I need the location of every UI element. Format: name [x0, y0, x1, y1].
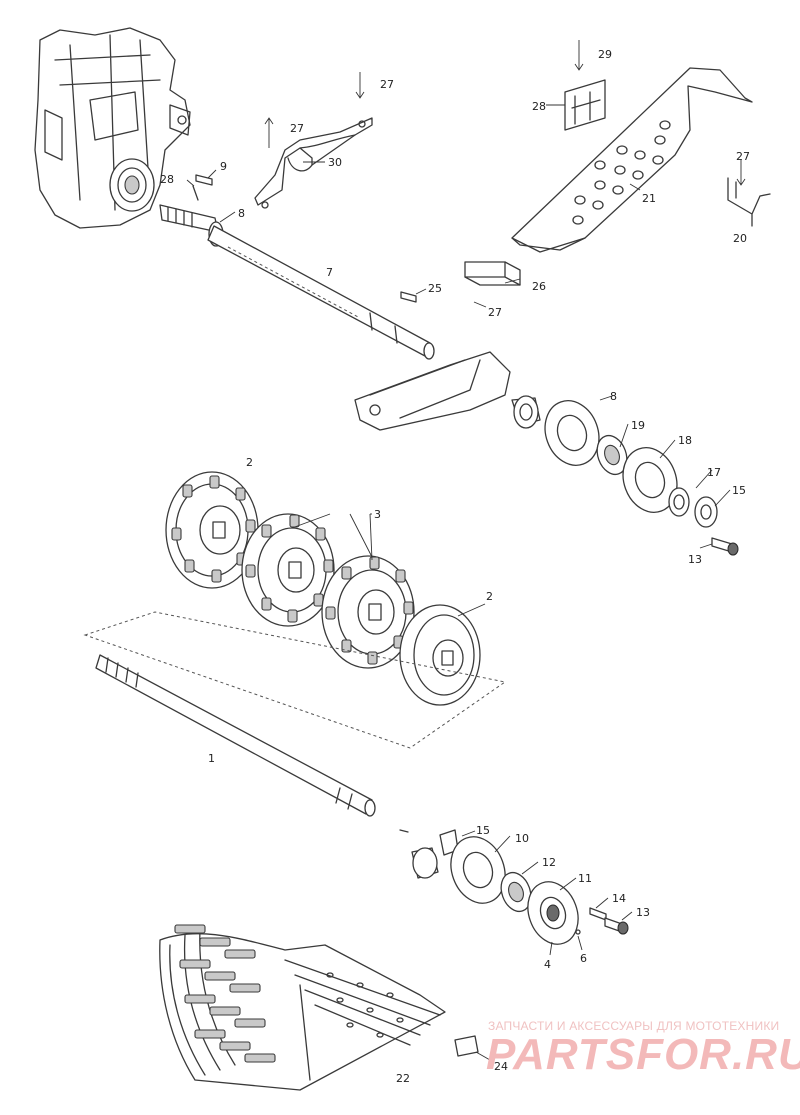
key-and-pin [192, 174, 417, 303]
callout-2-right: 2 [486, 590, 493, 603]
clip-24 [454, 1035, 479, 1057]
callout-21: 21 [642, 192, 656, 205]
callout-9: 9 [220, 160, 227, 173]
callout-27-mid: 27 [488, 306, 502, 319]
callout-15-lower: 15 [476, 824, 490, 837]
callout-4: 4 [544, 958, 551, 971]
rail-plate-21 [511, 67, 753, 253]
callout-12: 12 [542, 856, 556, 869]
long-shaft [207, 225, 435, 360]
clip-20 [727, 177, 771, 227]
callout-24: 24 [494, 1060, 508, 1073]
callout-17: 17 [707, 466, 721, 479]
drive-axle-1 [83, 611, 507, 817]
rivet-arrows [264, 40, 746, 186]
callout-22: 22 [396, 1072, 410, 1085]
callout-3: 3 [374, 508, 381, 521]
callout-18: 18 [678, 434, 692, 447]
sprocket-2-right [399, 604, 481, 706]
callout-20: 20 [733, 232, 747, 245]
track-22 [159, 924, 446, 1091]
bracket-30 [254, 117, 373, 209]
callout-13-lower: 13 [636, 906, 650, 919]
leader-lines [186, 104, 731, 1061]
callout-27-clip: 27 [736, 150, 750, 163]
callout-15-right: 15 [732, 484, 746, 497]
right-bearing-stack [511, 395, 739, 556]
chaincase-housing [34, 27, 191, 229]
callout-labels: 1 2 2 3 4 6 7 8 8 9 10 11 12 13 13 14 15… [160, 48, 750, 1085]
frame-bracket [354, 351, 511, 431]
sprocket-3-b [321, 555, 415, 669]
callout-2-left: 2 [246, 456, 253, 469]
callout-27-top: 27 [380, 78, 394, 91]
callout-26: 26 [532, 280, 546, 293]
callout-29: 29 [598, 48, 612, 61]
callout-10: 10 [515, 832, 529, 845]
lower-bearing-stack [399, 829, 629, 945]
callout-19: 19 [631, 419, 645, 432]
callout-28-pin: 28 [160, 173, 174, 186]
callout-8-top: 8 [238, 207, 245, 220]
callout-27-left: 27 [290, 122, 304, 135]
callout-13-right: 13 [688, 553, 702, 566]
callout-8-right: 8 [610, 390, 617, 403]
callout-11: 11 [578, 872, 592, 885]
callout-7: 7 [326, 266, 333, 279]
watermark-tagline: ЗАПЧАСТИ И АКСЕССУАРЫ ДЛЯ МОТОТЕХНИКИ [488, 1019, 780, 1033]
callout-28-slider: 28 [532, 100, 546, 113]
slider-28-top [564, 79, 606, 131]
callout-25: 25 [428, 282, 442, 295]
callout-6: 6 [580, 952, 587, 965]
sprocket-3-a [241, 513, 335, 627]
block-26 [464, 261, 521, 286]
watermark-logo: PARTSFOR.RU [486, 1030, 800, 1079]
sprocket-2-left [165, 471, 259, 589]
callout-14: 14 [612, 892, 626, 905]
callout-30: 30 [328, 156, 342, 169]
callout-1: 1 [208, 752, 215, 765]
